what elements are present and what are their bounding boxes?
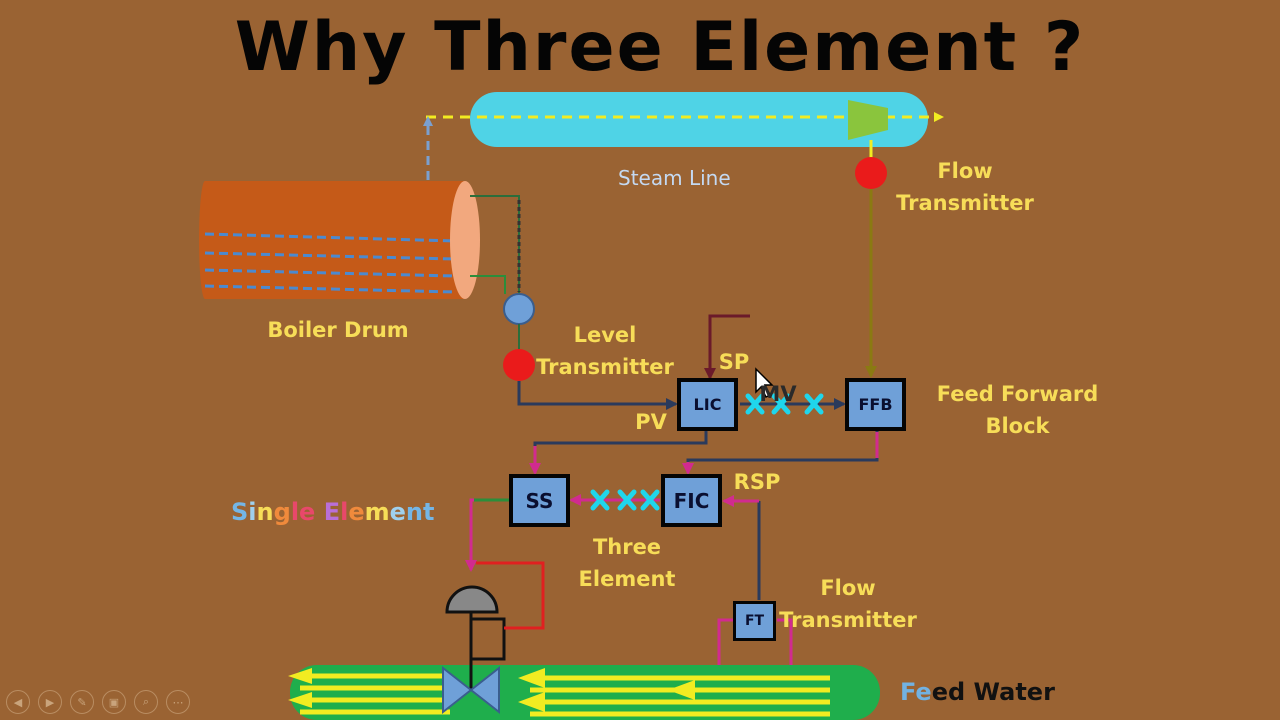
feed-forward-block-label: Feed Forward Block (930, 378, 1105, 442)
feed-water-flow-arrows (288, 668, 830, 717)
ffb-block: FFB (845, 378, 906, 431)
prev-icon[interactable]: ◀ (6, 690, 30, 714)
slides-icon[interactable]: ▣ (102, 690, 126, 714)
label-line: Transmitter (536, 355, 674, 379)
single-element-letter: i (248, 498, 257, 526)
control-valve (442, 561, 545, 715)
single-element-letter (315, 498, 323, 526)
pv-label: PV (635, 410, 667, 434)
boiler-drum-label: Boiler Drum (267, 318, 409, 342)
single-element-letter: e (389, 498, 406, 526)
label-line: Flow (820, 576, 876, 600)
steam-flow-element (848, 100, 888, 160)
lic-block: LIC (677, 378, 738, 431)
label-line: Transmitter (779, 608, 917, 632)
fic-block: FIC (661, 474, 722, 527)
feed-water-label-prefix: Fe (900, 678, 932, 706)
label-line: Feed Forward (936, 382, 1099, 406)
label-line: Transmitter (896, 191, 1034, 215)
single-element-letter: m (364, 498, 390, 526)
ft-block: FT (733, 601, 776, 641)
next-icon[interactable]: ▶ (38, 690, 62, 714)
level-transmitter (503, 349, 535, 381)
signal-break-marks-mv (745, 393, 824, 415)
label-line: Block (985, 414, 1050, 438)
three-element-label: Three Element (572, 531, 682, 595)
single-element-letter: n (256, 498, 274, 526)
zoom-icon[interactable]: ⌕ (134, 690, 158, 714)
single-element-letter: n (405, 498, 423, 526)
pen-icon[interactable]: ✎ (70, 690, 94, 714)
rsp-label: RSP (733, 470, 781, 494)
label-line: Level (573, 323, 637, 347)
single-element-letter: e (299, 498, 316, 526)
sp-label: SP (718, 350, 750, 374)
single-element-letter: l (290, 498, 300, 526)
flow-transmitter-top-label: Flow Transmitter (895, 155, 1035, 219)
single-element-letter: E (323, 498, 341, 526)
label-line: Element (578, 567, 676, 591)
level-dp-cell (503, 293, 535, 325)
boiler-drum (199, 181, 480, 299)
mouse-cursor-icon (755, 367, 774, 399)
mv-label: MV (759, 382, 797, 406)
slideshow-toolbar: ◀ ▶ ✎ ▣ ⌕ ⋯ (6, 690, 190, 714)
single-element-letter: l (340, 498, 349, 526)
single-element-letter: S (231, 498, 249, 526)
more-icon[interactable]: ⋯ (166, 690, 190, 714)
signal-break-marks-fic (590, 489, 660, 511)
single-element-letter: e (348, 498, 365, 526)
label-line: Three (592, 535, 662, 559)
flow-transmitter-bottom-label: Flow Transmitter (778, 572, 918, 636)
single-element-label: Single Element (231, 498, 434, 526)
page-title: Why Three Element ? (234, 8, 1086, 87)
ss-block: SS (509, 474, 570, 527)
level-impulse-lines (470, 195, 521, 294)
steam-flow-transmitter (855, 157, 887, 189)
steam-line-label: Steam Line (618, 166, 731, 190)
level-transmitter-label: Level Transmitter (535, 319, 675, 383)
label-line: Flow (937, 159, 993, 183)
feed-water-label-rest: ed Water (931, 678, 1055, 706)
single-element-letter: g (273, 498, 291, 526)
single-element-letter: t (423, 498, 435, 526)
feed-water-label: Feed Water (900, 678, 1055, 706)
